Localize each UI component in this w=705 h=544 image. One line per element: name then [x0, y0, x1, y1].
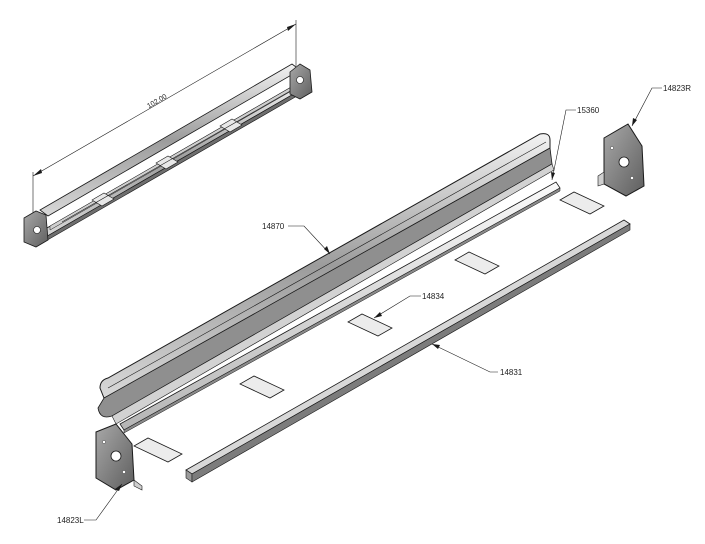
part-14870-channel — [97, 133, 555, 425]
part-14823L-end-plate — [95, 423, 143, 491]
overall-length-value: 102.00 — [146, 93, 168, 110]
label-15360: 15360 — [577, 106, 600, 115]
frame-assembly — [23, 63, 313, 248]
part-14831-angle — [185, 219, 631, 483]
label-14823L: 14823L — [57, 516, 84, 525]
callout-14831: 14831 — [431, 343, 523, 377]
callout-14823R: 14823R — [631, 84, 691, 127]
callout-14870: 14870 — [262, 222, 331, 255]
label-14834: 14834 — [422, 292, 445, 301]
callout-14823L: 14823L — [57, 483, 123, 525]
label-14831: 14831 — [500, 368, 523, 377]
assembled-view: 102.00 — [23, 20, 313, 248]
part-14834-pads — [133, 191, 605, 463]
part-14823R-end-plate — [597, 123, 645, 197]
exploded-view: 14870 15360 14823R 14834 14831 14823L — [57, 84, 691, 525]
label-14823R: 14823R — [663, 84, 691, 93]
callout-14834: 14834 — [373, 292, 445, 319]
callout-15360: 15360 — [551, 106, 600, 181]
label-14870: 14870 — [262, 222, 285, 231]
part-15360-strip — [119, 181, 561, 434]
